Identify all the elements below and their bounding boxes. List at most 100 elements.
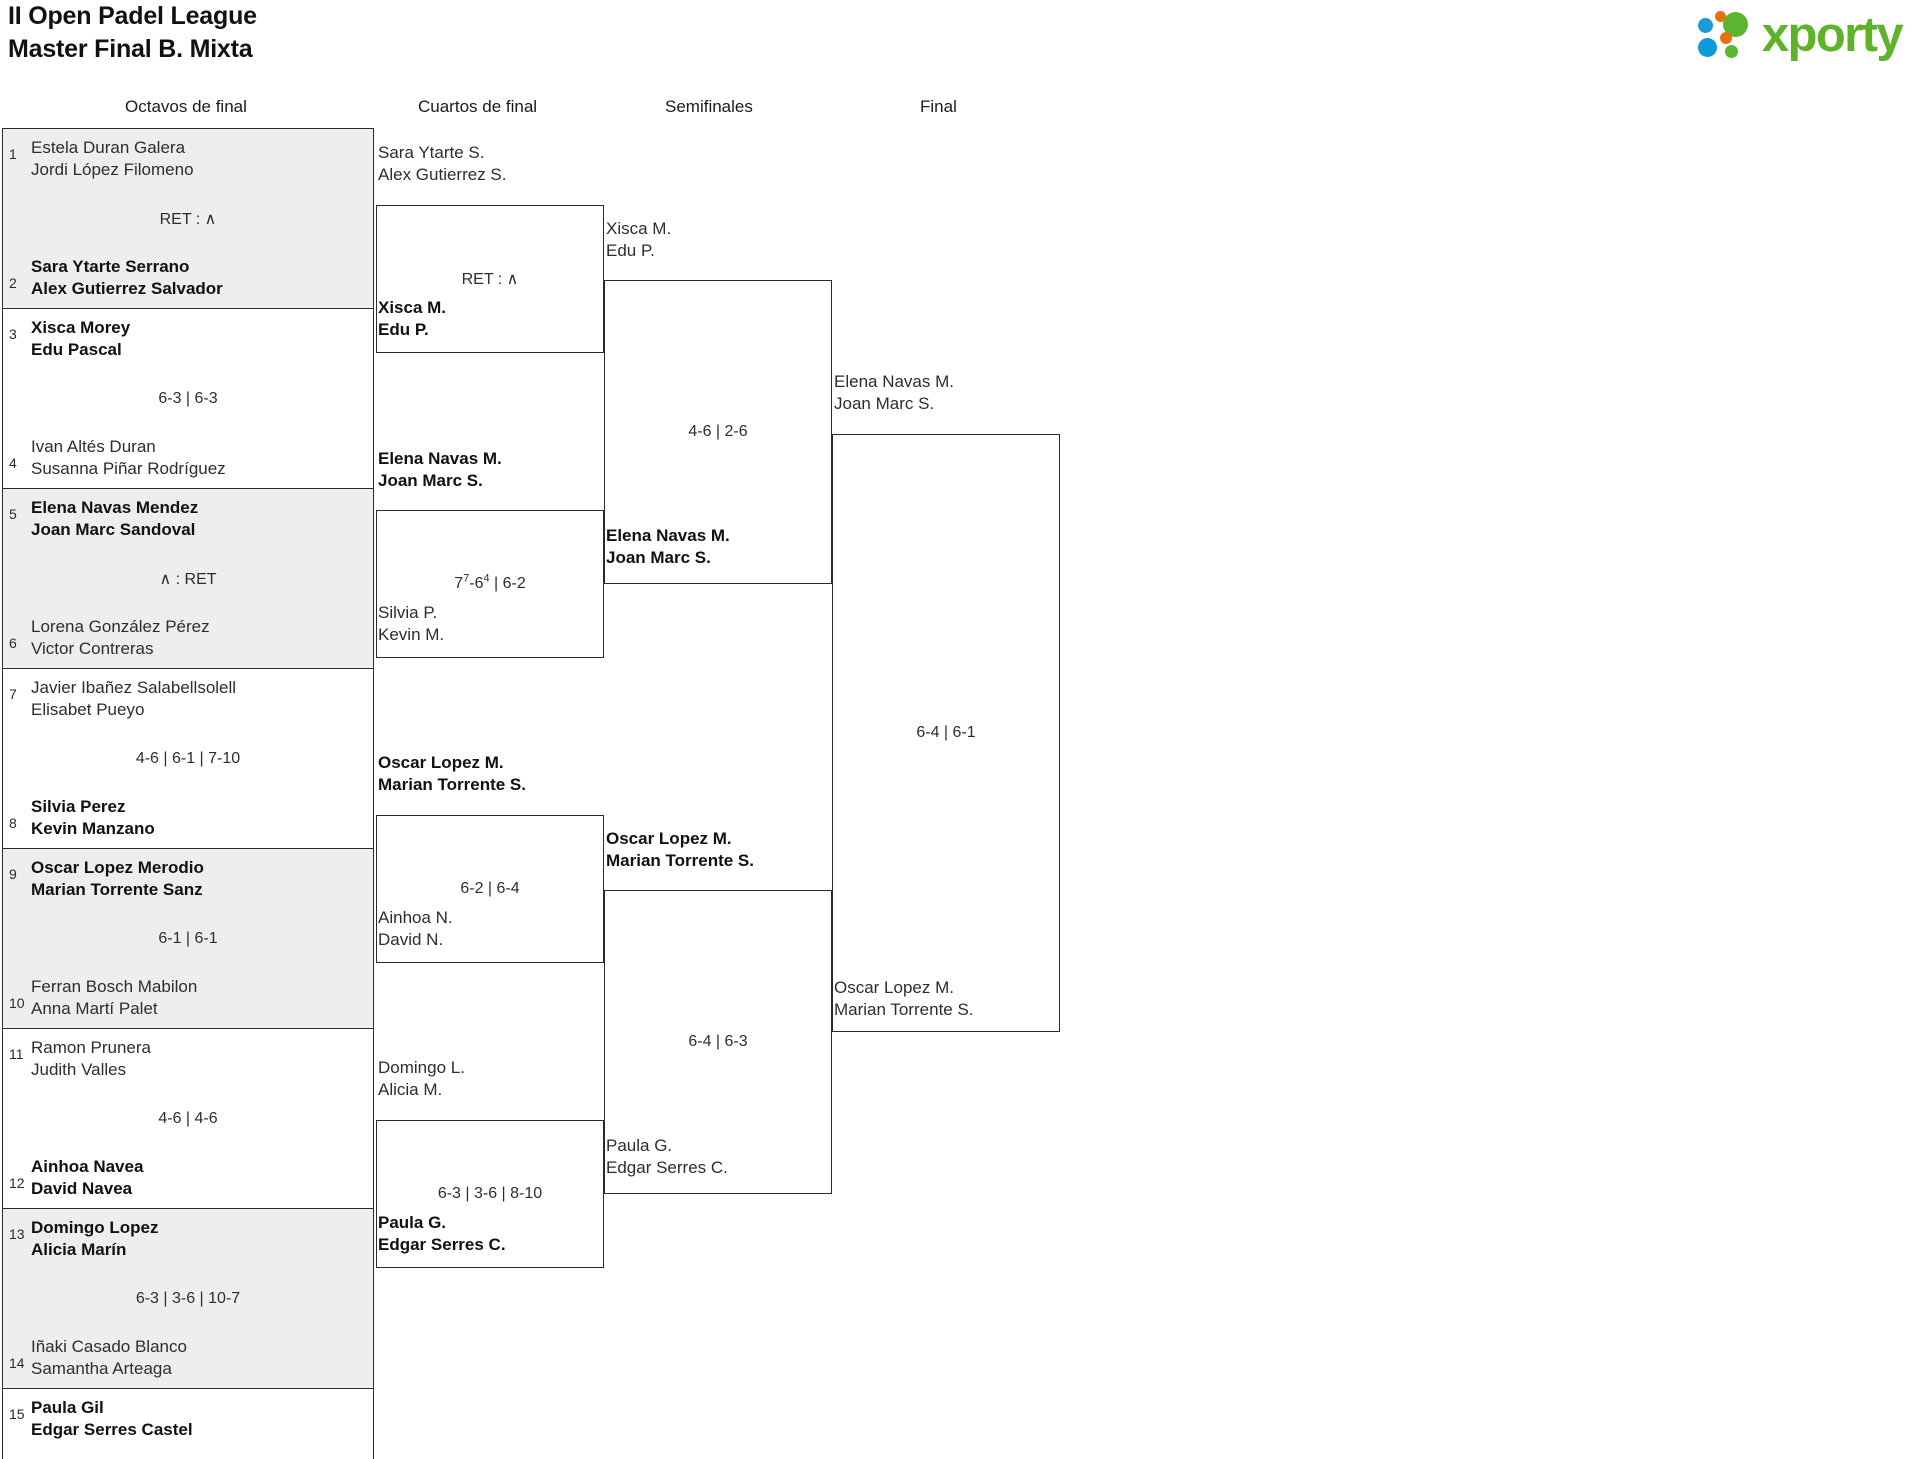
match-row[interactable]: 5 Elena Navas Mendez Joan Marc Sandoval … <box>3 489 373 669</box>
team-bottom[interactable]: Ferran Bosch Mabilon Anna Martí Palet <box>31 976 367 1020</box>
match-row[interactable]: 1 Estela Duran Galera Jordi López Filome… <box>3 129 373 309</box>
team-top[interactable]: Javier Ibañez Salabellsolell Elisabet Pu… <box>31 677 367 721</box>
player-name: Sara Ytarte S. <box>378 143 485 162</box>
seed-number: 1 <box>9 146 17 162</box>
player-name: Joan Marc Sandoval <box>31 520 196 539</box>
player-name: Marian Torrente S. <box>378 775 526 794</box>
team-top[interactable]: Oscar Lopez M. Marian Torrente S. <box>606 828 754 872</box>
xporty-dots-icon <box>1697 10 1756 60</box>
player-name: Alicia Marín <box>31 1240 127 1259</box>
team-top[interactable]: Elena Navas M. Joan Marc S. <box>834 371 954 415</box>
player-name: Paula G. <box>378 1213 447 1232</box>
seed-number: 11 <box>9 1046 24 1062</box>
player-name: Susanna Piñar Rodríguez <box>31 459 226 478</box>
team-top[interactable]: Xisca M. Edu P. <box>606 218 671 262</box>
team-top[interactable]: Oscar Lopez Merodio Marian Torrente Sanz <box>31 857 367 901</box>
match-box[interactable]: RET : ∧ <box>376 205 604 353</box>
player-name: Judith Valles <box>31 1060 127 1079</box>
match-score: 6-2 | 6-4 <box>460 880 520 897</box>
seed-number: 8 <box>9 815 17 831</box>
team-bottom[interactable]: Sara Ytarte Serrano Alex Gutierrez Salva… <box>31 256 367 300</box>
team-top[interactable]: Ramon Prunera Judith Valles <box>31 1037 367 1081</box>
team-top[interactable]: Sara Ytarte S. Alex Gutierrez S. <box>378 142 507 186</box>
match-score: 6-3 | 3-6 | 8-10 <box>437 1185 543 1202</box>
player-name: Lorena González Pérez <box>31 617 210 636</box>
player-name: Marian Torrente Sanz <box>31 880 203 899</box>
match-box[interactable]: 6-2 | 6-4 <box>376 815 604 963</box>
seed-number: 3 <box>9 326 17 342</box>
team-top[interactable]: Estela Duran Galera Jordi López Filomeno <box>31 137 367 181</box>
player-name: Alex Gutierrez Salvador <box>31 279 223 298</box>
team-bottom[interactable]: Paula G. Edgar Serres C. <box>378 1212 506 1256</box>
player-name: Samantha Arteaga <box>31 1359 172 1378</box>
match-row[interactable]: 3 Xisca Morey Edu Pascal 6-3 | 6-3 4 Iva… <box>3 309 373 489</box>
team-bottom[interactable]: Silvia Perez Kevin Manzano <box>31 796 367 840</box>
match-score: 4-6 | 2-6 <box>688 423 748 440</box>
team-bottom[interactable]: Paula G. Edgar Serres C. <box>606 1135 728 1179</box>
seed-number: 13 <box>9 1226 25 1242</box>
match-row[interactable]: 11 Ramon Prunera Judith Valles 4-6 | 4-6… <box>3 1029 373 1209</box>
team-bottom[interactable]: Ivan Altés Duran Susanna Piñar Rodríguez <box>31 436 367 480</box>
round-heading-semifinales: Semifinales <box>665 97 753 116</box>
team-bottom[interactable]: Lorena González Pérez Victor Contreras <box>31 616 367 660</box>
player-name: Elena Navas Mendez <box>31 498 199 517</box>
team-top[interactable]: Elena Navas Mendez Joan Marc Sandoval <box>31 497 367 541</box>
player-name: Xisca M. <box>606 219 672 238</box>
team-bottom[interactable]: Ainhoa Navea David Navea <box>31 1156 367 1200</box>
tournament-category: Master Final B. Mixta <box>8 35 253 63</box>
player-name: Domingo L. <box>378 1058 465 1077</box>
player-name: Edu P. <box>606 241 655 260</box>
team-top[interactable]: Domingo L. Alicia M. <box>378 1057 465 1101</box>
player-name: Anna Martí Palet <box>31 999 158 1018</box>
player-name: Domingo Lopez <box>31 1218 159 1237</box>
match-score: 77-64 | 6-2 <box>454 572 526 592</box>
player-name: Jordi López Filomeno <box>31 160 194 179</box>
team-bottom[interactable]: Xisca M. Edu P. <box>378 297 446 341</box>
seed-number: 7 <box>9 686 17 702</box>
match-score: 6-3 | 6-3 <box>158 389 218 407</box>
player-name: Kevin M. <box>378 625 445 644</box>
match-box[interactable]: 6-4 | 6-3 <box>604 890 832 1194</box>
team-top[interactable]: Oscar Lopez M. Marian Torrente S. <box>378 752 526 796</box>
player-name: Oscar Lopez M. <box>606 829 732 848</box>
player-name: Xisca Morey <box>31 318 131 337</box>
player-name: Edgar Serres C. <box>606 1158 728 1177</box>
round-heading-final: Final <box>920 97 957 116</box>
player-name: Marian Torrente S. <box>606 851 754 870</box>
player-name: Ainhoa N. <box>378 908 453 927</box>
team-top[interactable]: Xisca Morey Edu Pascal <box>31 317 367 361</box>
team-top[interactable]: Elena Navas M. Joan Marc S. <box>378 448 502 492</box>
match-score: 6-4 | 6-1 <box>916 724 976 741</box>
seed-number: 12 <box>9 1175 25 1191</box>
team-bottom[interactable]: Silvia P. Kevin M. <box>378 602 444 646</box>
team-bottom[interactable]: Iñaki Casado Blanco Samantha Arteaga <box>31 1336 367 1380</box>
xporty-logo[interactable]: xporty <box>1697 10 1904 60</box>
player-name: Ivan Altés Duran <box>31 437 156 456</box>
team-top[interactable]: Paula Gil Edgar Serres Castel <box>31 1397 367 1441</box>
team-bottom[interactable]: Ainhoa N. David N. <box>378 907 453 951</box>
match-box[interactable]: 77-64 | 6-2 <box>376 510 604 658</box>
seed-number: 6 <box>9 635 17 651</box>
match-box[interactable]: 4-6 | 2-6 <box>604 280 832 584</box>
player-name: David Navea <box>31 1179 133 1198</box>
match-box[interactable]: 6-4 | 6-1 <box>832 434 1060 1032</box>
player-name: Oscar Lopez Merodio <box>31 858 204 877</box>
match-score: RET : ∧ <box>461 271 519 288</box>
team-top[interactable]: Domingo Lopez Alicia Marín <box>31 1217 367 1261</box>
seed-number: 2 <box>9 275 17 291</box>
player-name: Alex Gutierrez S. <box>378 165 507 184</box>
match-row[interactable]: 13 Domingo Lopez Alicia Marín 6-3 | 3-6 … <box>3 1209 373 1389</box>
team-bottom[interactable]: Elena Navas M. Joan Marc S. <box>606 525 730 569</box>
match-box[interactable]: 6-3 | 3-6 | 8-10 <box>376 1120 604 1268</box>
match-row[interactable]: 15 Paula Gil Edgar Serres Castel 6-4 | 6… <box>3 1389 373 1459</box>
player-name: Elena Navas M. <box>834 372 954 391</box>
player-name: Paula Gil <box>31 1398 104 1417</box>
team-bottom[interactable]: Oscar Lopez M. Marian Torrente S. <box>834 977 974 1021</box>
match-row[interactable]: 9 Oscar Lopez Merodio Marian Torrente Sa… <box>3 849 373 1029</box>
match-row[interactable]: 7 Javier Ibañez Salabellsolell Elisabet … <box>3 669 373 849</box>
player-name: Alicia M. <box>378 1080 443 1099</box>
player-name: Oscar Lopez M. <box>378 753 504 772</box>
seed-number: 9 <box>9 866 17 882</box>
player-name: Iñaki Casado Blanco <box>31 1337 187 1356</box>
player-name: Kevin Manzano <box>31 819 155 838</box>
